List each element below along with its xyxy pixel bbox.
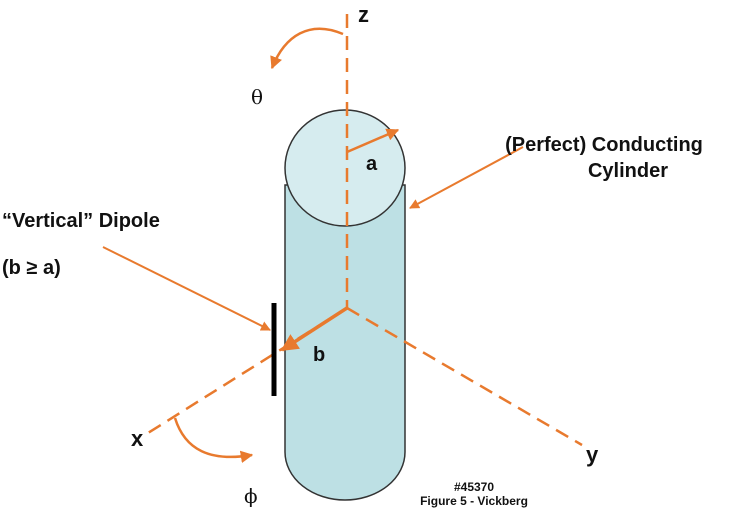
cylinder-top [284, 109, 406, 227]
caption-title: Figure 5 - Vickberg [420, 494, 528, 508]
theta-arrow [270, 27, 344, 70]
phi-label: ϕ [244, 484, 258, 508]
x-axis [147, 306, 348, 435]
cylinder-callout-line1: (Perfect) Conducting [505, 134, 703, 156]
caption-id: #45370 [454, 480, 494, 494]
z-axis-label: z [358, 2, 369, 27]
x-axis-label: x [131, 426, 144, 451]
cylinder-callout-arrow [409, 146, 524, 209]
dipole-callout-title: “Vertical” Dipole [2, 210, 160, 232]
radius-arrow [346, 128, 400, 154]
dipole-condition: (b ≥ a) [2, 257, 61, 279]
cylinder-callout-line2: Cylinder [588, 160, 668, 182]
theta-label: θ [251, 85, 263, 109]
radius-label: a [366, 153, 378, 175]
cylinder-body [284, 184, 406, 501]
distance-label: b [313, 344, 325, 366]
phi-arrow [173, 417, 254, 464]
dipole-callout-arrow [102, 246, 271, 331]
distance-arrow [280, 306, 348, 352]
y-axis [346, 306, 583, 447]
y-axis-label: y [586, 442, 599, 467]
